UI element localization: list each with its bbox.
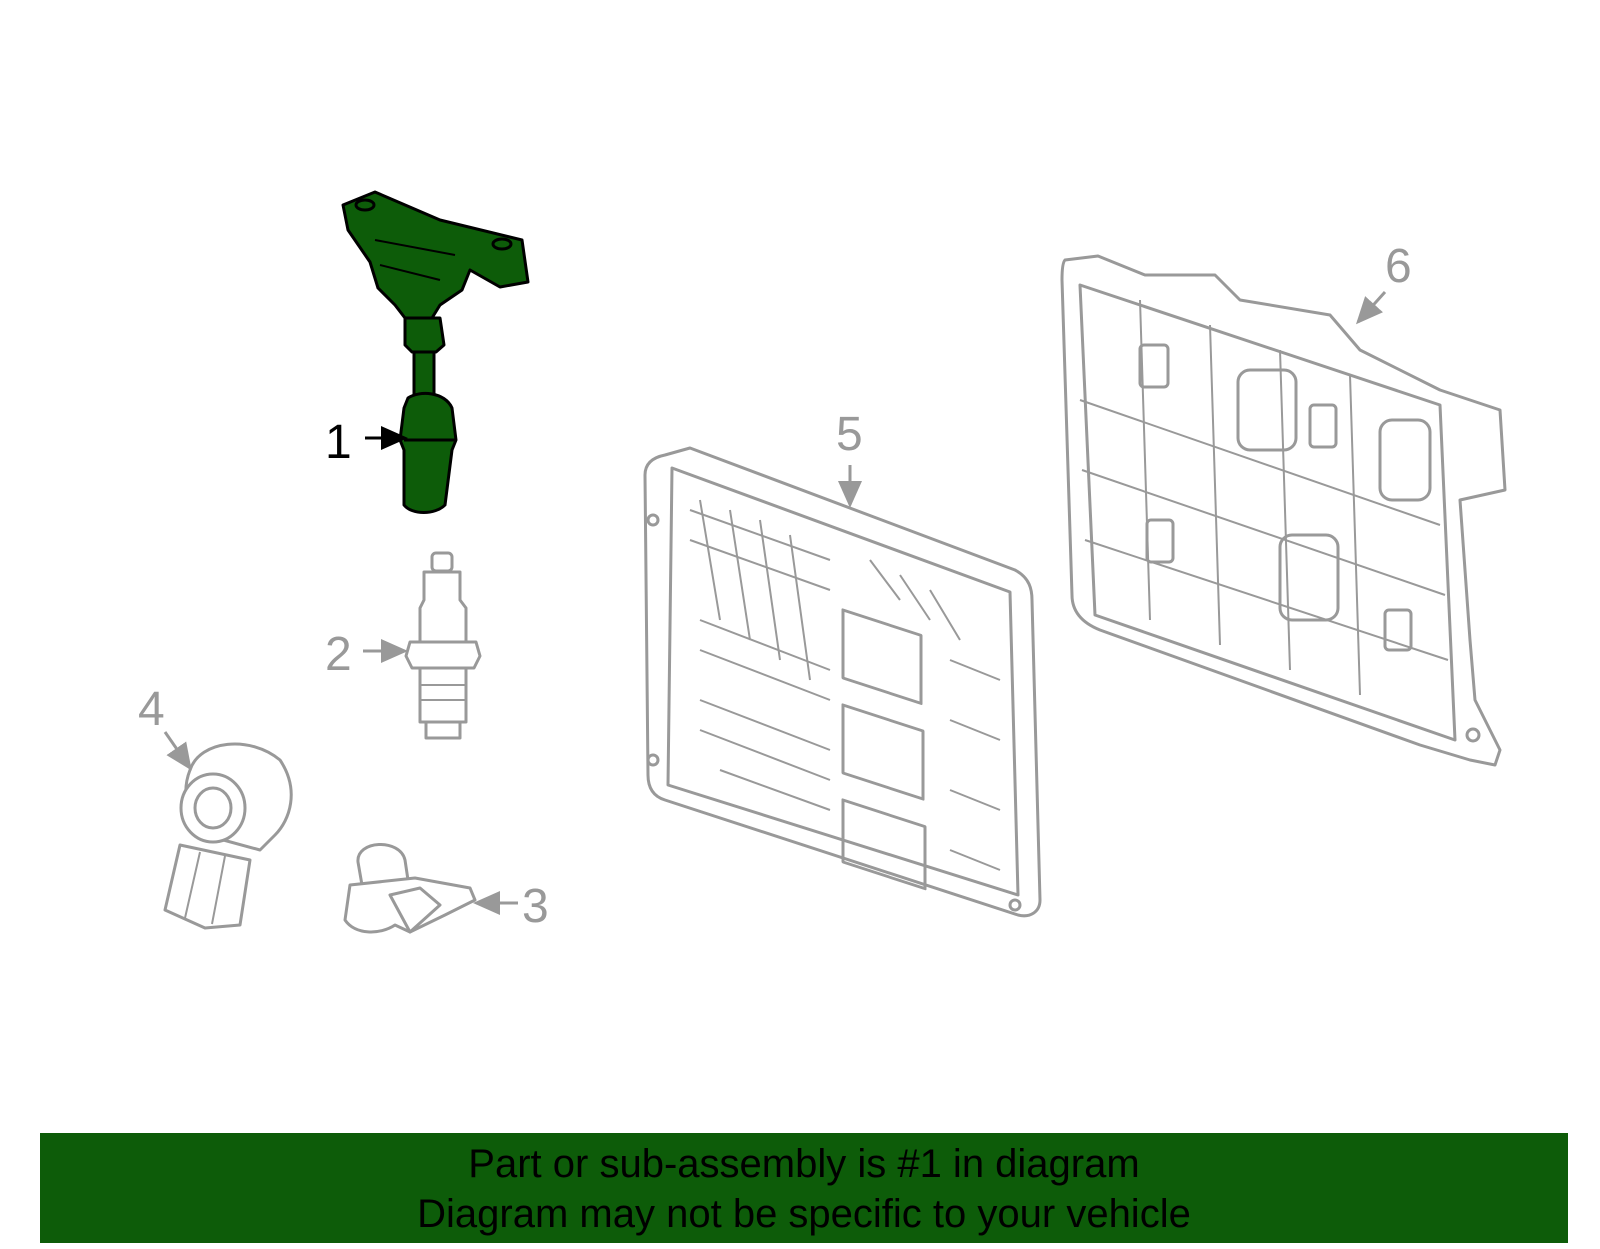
callout-arrow-4: [163, 731, 192, 771]
callout-arrow-6: [1355, 290, 1387, 325]
callout-number-4: 4: [138, 683, 165, 736]
spark-plug-part: [404, 551, 482, 740]
footer-line-2: Diagram may not be specific to your vehi…: [417, 1192, 1191, 1236]
callout-number-3: 3: [522, 880, 549, 933]
module-bracket-part: [1060, 254, 1507, 767]
footer-line-1: Part or sub-assembly is #1 in diagram: [468, 1142, 1140, 1186]
sensor-part: [343, 843, 477, 934]
callout-number-6: 6: [1385, 240, 1412, 293]
callout-number-5: 5: [836, 408, 863, 461]
callout-number-2: 2: [325, 628, 352, 681]
ignition-coil-part: [341, 190, 530, 514]
callout-number-1: 1: [325, 416, 352, 469]
footer-banner: Part or sub-assembly is #1 in diagram Di…: [40, 1133, 1568, 1243]
knock-sensor-part: [163, 742, 293, 930]
engine-control-module-part: [643, 446, 1042, 918]
